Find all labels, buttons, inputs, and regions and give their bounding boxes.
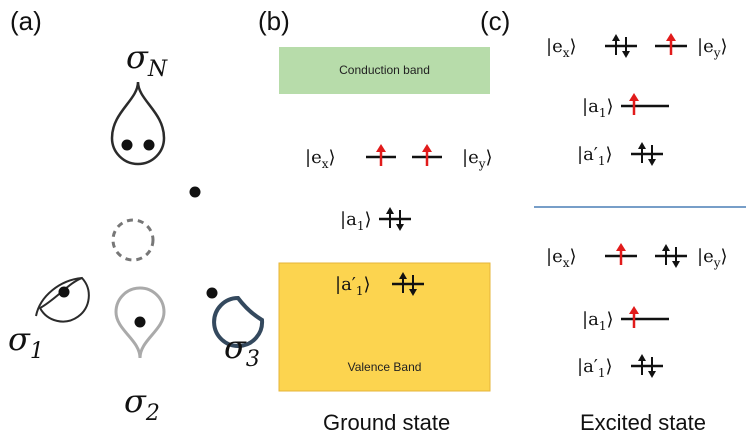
sigma-2-label: σ2 xyxy=(124,382,160,426)
svg-text:|a1⟩: |a1⟩ xyxy=(340,209,371,233)
sigma-3-orbital xyxy=(206,287,265,348)
sigma-n-label: σN xyxy=(126,38,168,82)
sigma-n-orbital xyxy=(110,81,166,166)
svg-text:|ey⟩: |ey⟩ xyxy=(697,36,728,60)
svg-text:|a′1⟩: |a′1⟩ xyxy=(577,144,613,168)
ground-e-levels: |ex⟩ |ey⟩ xyxy=(305,144,493,171)
excited-lower-e-levels: |ex⟩ |ey⟩ xyxy=(546,243,728,270)
electron-dot xyxy=(189,186,201,198)
vacancy-circle xyxy=(111,218,155,262)
excited-upper-e-levels: |ex⟩ |ey⟩ xyxy=(546,33,728,60)
svg-text:|ex⟩: |ex⟩ xyxy=(546,36,577,60)
valence-band xyxy=(278,262,491,392)
svg-text:|a1⟩: |a1⟩ xyxy=(582,96,613,120)
excited-state-caption: Excited state xyxy=(580,410,706,435)
ground-a1-level: |a1⟩ xyxy=(340,207,411,233)
svg-text:|a′1⟩: |a′1⟩ xyxy=(335,274,371,298)
svg-text:|ey⟩: |ey⟩ xyxy=(697,246,728,270)
sigma-2-orbital xyxy=(114,286,166,359)
conduction-band xyxy=(279,47,490,94)
excited-upper-a1-level: |a1⟩ xyxy=(582,93,669,120)
ground-ap1-level: |a′1⟩ xyxy=(335,272,424,298)
valence-band-label: Valence Band xyxy=(347,360,422,374)
excited-lower-a1-level: |a1⟩ xyxy=(582,306,669,333)
svg-text:|ex⟩: |ex⟩ xyxy=(305,147,336,171)
panel-label-c: (c) xyxy=(480,6,511,36)
ground-state-caption: Ground state xyxy=(323,410,451,435)
panel-label-b: (b) xyxy=(258,6,290,36)
panel-label-a: (a) xyxy=(10,6,42,36)
excited-lower-ap1-level: |a′1⟩ xyxy=(577,354,663,380)
sigma-1-orbital xyxy=(35,276,90,323)
conduction-band-label: Conduction band xyxy=(339,63,430,77)
excited-upper-ap1-level: |a′1⟩ xyxy=(577,142,663,168)
svg-text:|ex⟩: |ex⟩ xyxy=(546,246,577,270)
svg-text:|a1⟩: |a1⟩ xyxy=(582,309,613,333)
sigma-1-label: σ1 xyxy=(8,320,44,364)
svg-text:|a′1⟩: |a′1⟩ xyxy=(577,356,613,380)
svg-text:|ey⟩: |ey⟩ xyxy=(462,147,493,171)
sigma-3-label: σ3 xyxy=(224,328,260,372)
